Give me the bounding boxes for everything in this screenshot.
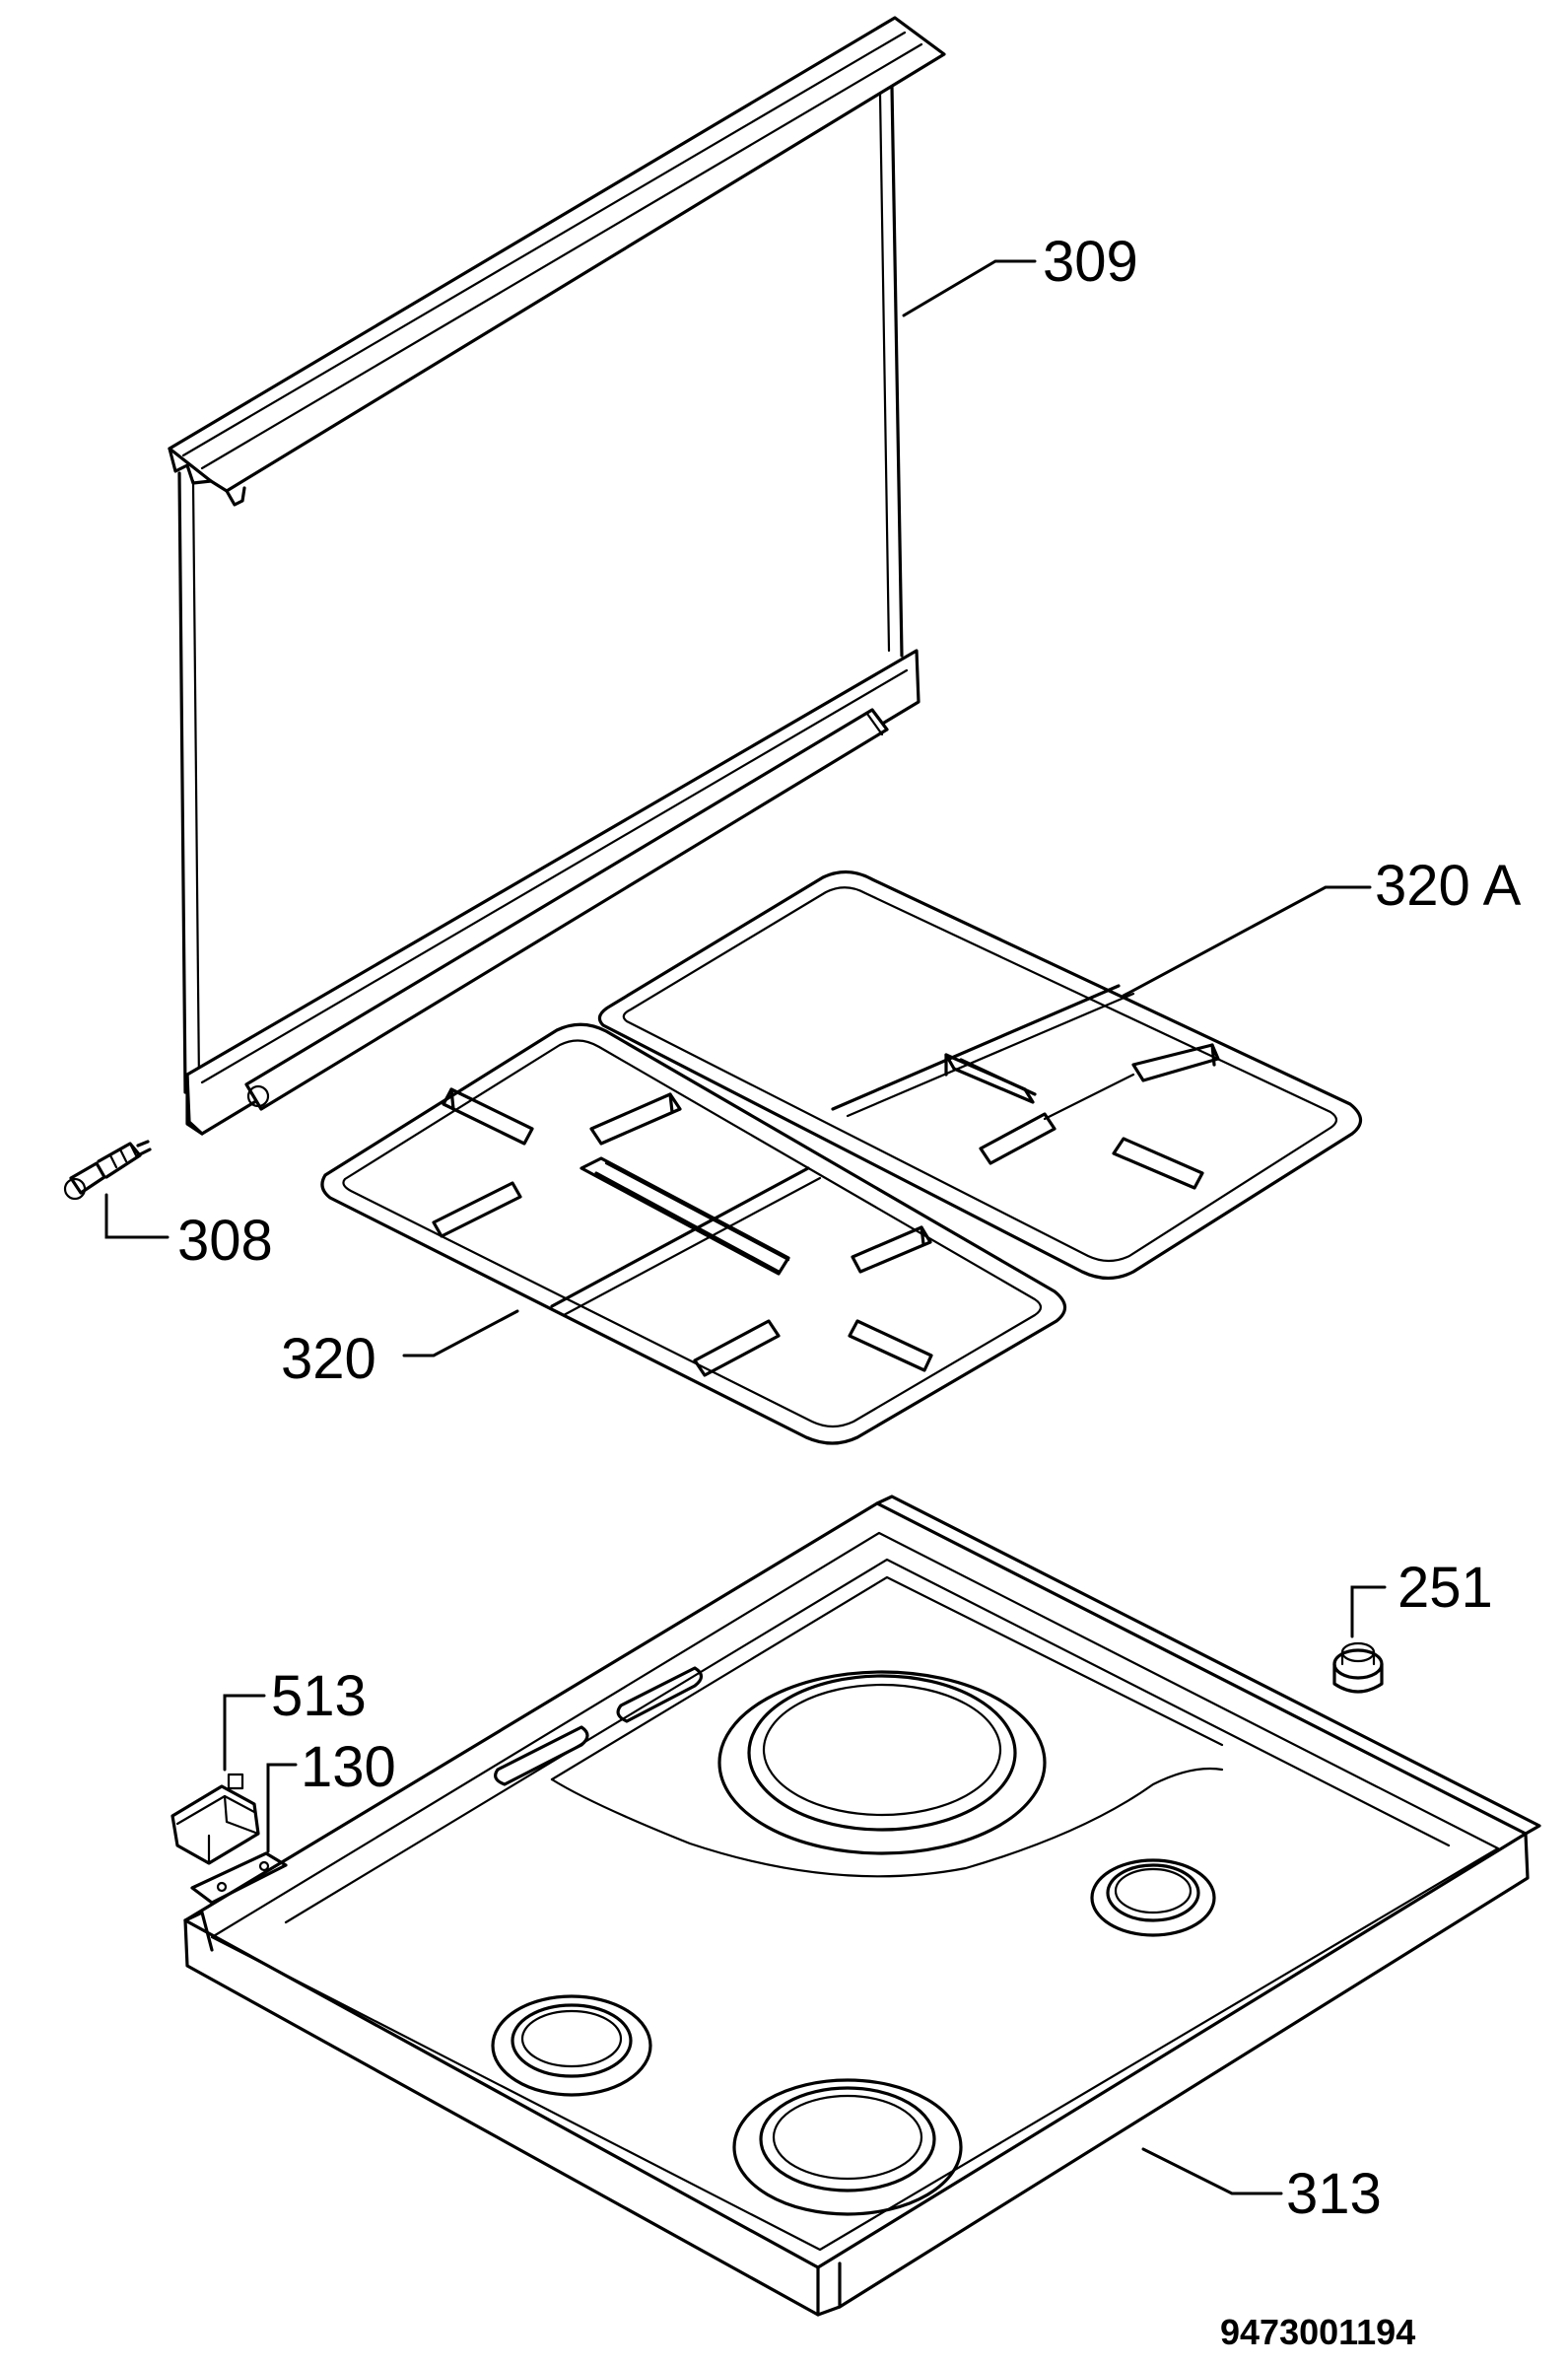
document-number: 9473001194 (1220, 2312, 1415, 2352)
part-320a-pan-support (597, 870, 1363, 1281)
part-308-screw (63, 1140, 152, 1201)
leader-320a (1122, 885, 1372, 998)
leader-251 (1350, 1585, 1387, 1638)
leader-513 (223, 1694, 266, 1772)
callout-251: 251 (1398, 1556, 1493, 1620)
part-251-foot (1332, 1641, 1384, 1694)
callout-313: 313 (1286, 2162, 1382, 2226)
leader-130 (266, 1763, 298, 1853)
part-513-clip (170, 1773, 260, 1865)
callout-309: 309 (1043, 230, 1138, 294)
leader-313 (1141, 2147, 1283, 2195)
callout-320a: 320 A (1375, 854, 1522, 918)
leader-309 (902, 259, 1037, 317)
callout-130: 130 (301, 1735, 396, 1799)
part-130-plate (190, 1851, 288, 1905)
leader-320 (402, 1309, 519, 1357)
callout-513: 513 (271, 1664, 367, 1728)
part-313-hob-top (183, 1495, 1541, 2317)
callout-308: 308 (177, 1209, 273, 1273)
part-309-glass-lid (168, 16, 946, 1136)
leader-308 (104, 1193, 170, 1239)
part-320-pan-support (320, 1022, 1067, 1445)
callout-320: 320 (281, 1327, 376, 1391)
